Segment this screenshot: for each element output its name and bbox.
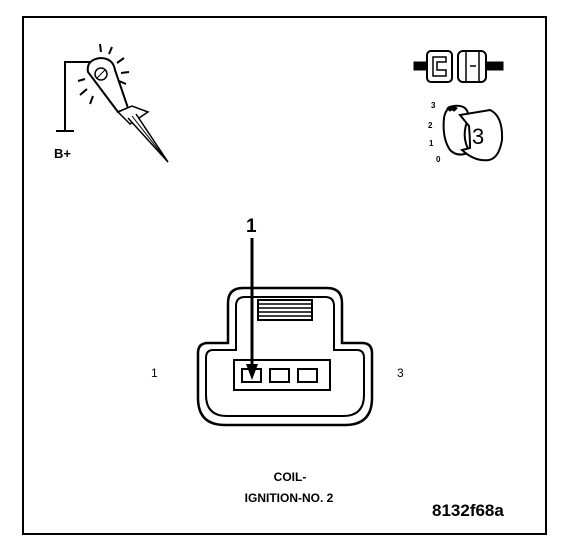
connector-disconnect-icon	[413, 50, 504, 83]
pin-callout-arrow	[246, 238, 258, 380]
key-position-label: 2	[428, 121, 433, 130]
pin-callout-number: 1	[246, 216, 257, 237]
key-position-label: 0	[436, 155, 441, 164]
supply-voltage-label: B+	[54, 146, 71, 161]
figure-id: 8132f68a	[432, 501, 504, 520]
caption-line-2: IGNITION-NO. 2	[244, 491, 334, 505]
key-position-label: 3	[431, 101, 436, 110]
coil-connector	[196, 286, 374, 427]
diagram-frame	[22, 16, 547, 535]
pin-number-right: 3	[397, 366, 404, 380]
caption-line-1: COIL-	[273, 470, 307, 484]
ignition-key-icon	[442, 104, 504, 162]
pin-number-left: 1	[151, 366, 158, 380]
test-light-icon	[56, 43, 169, 163]
key-position-label: 1	[429, 139, 434, 148]
selected-key-position: 3	[472, 124, 485, 149]
